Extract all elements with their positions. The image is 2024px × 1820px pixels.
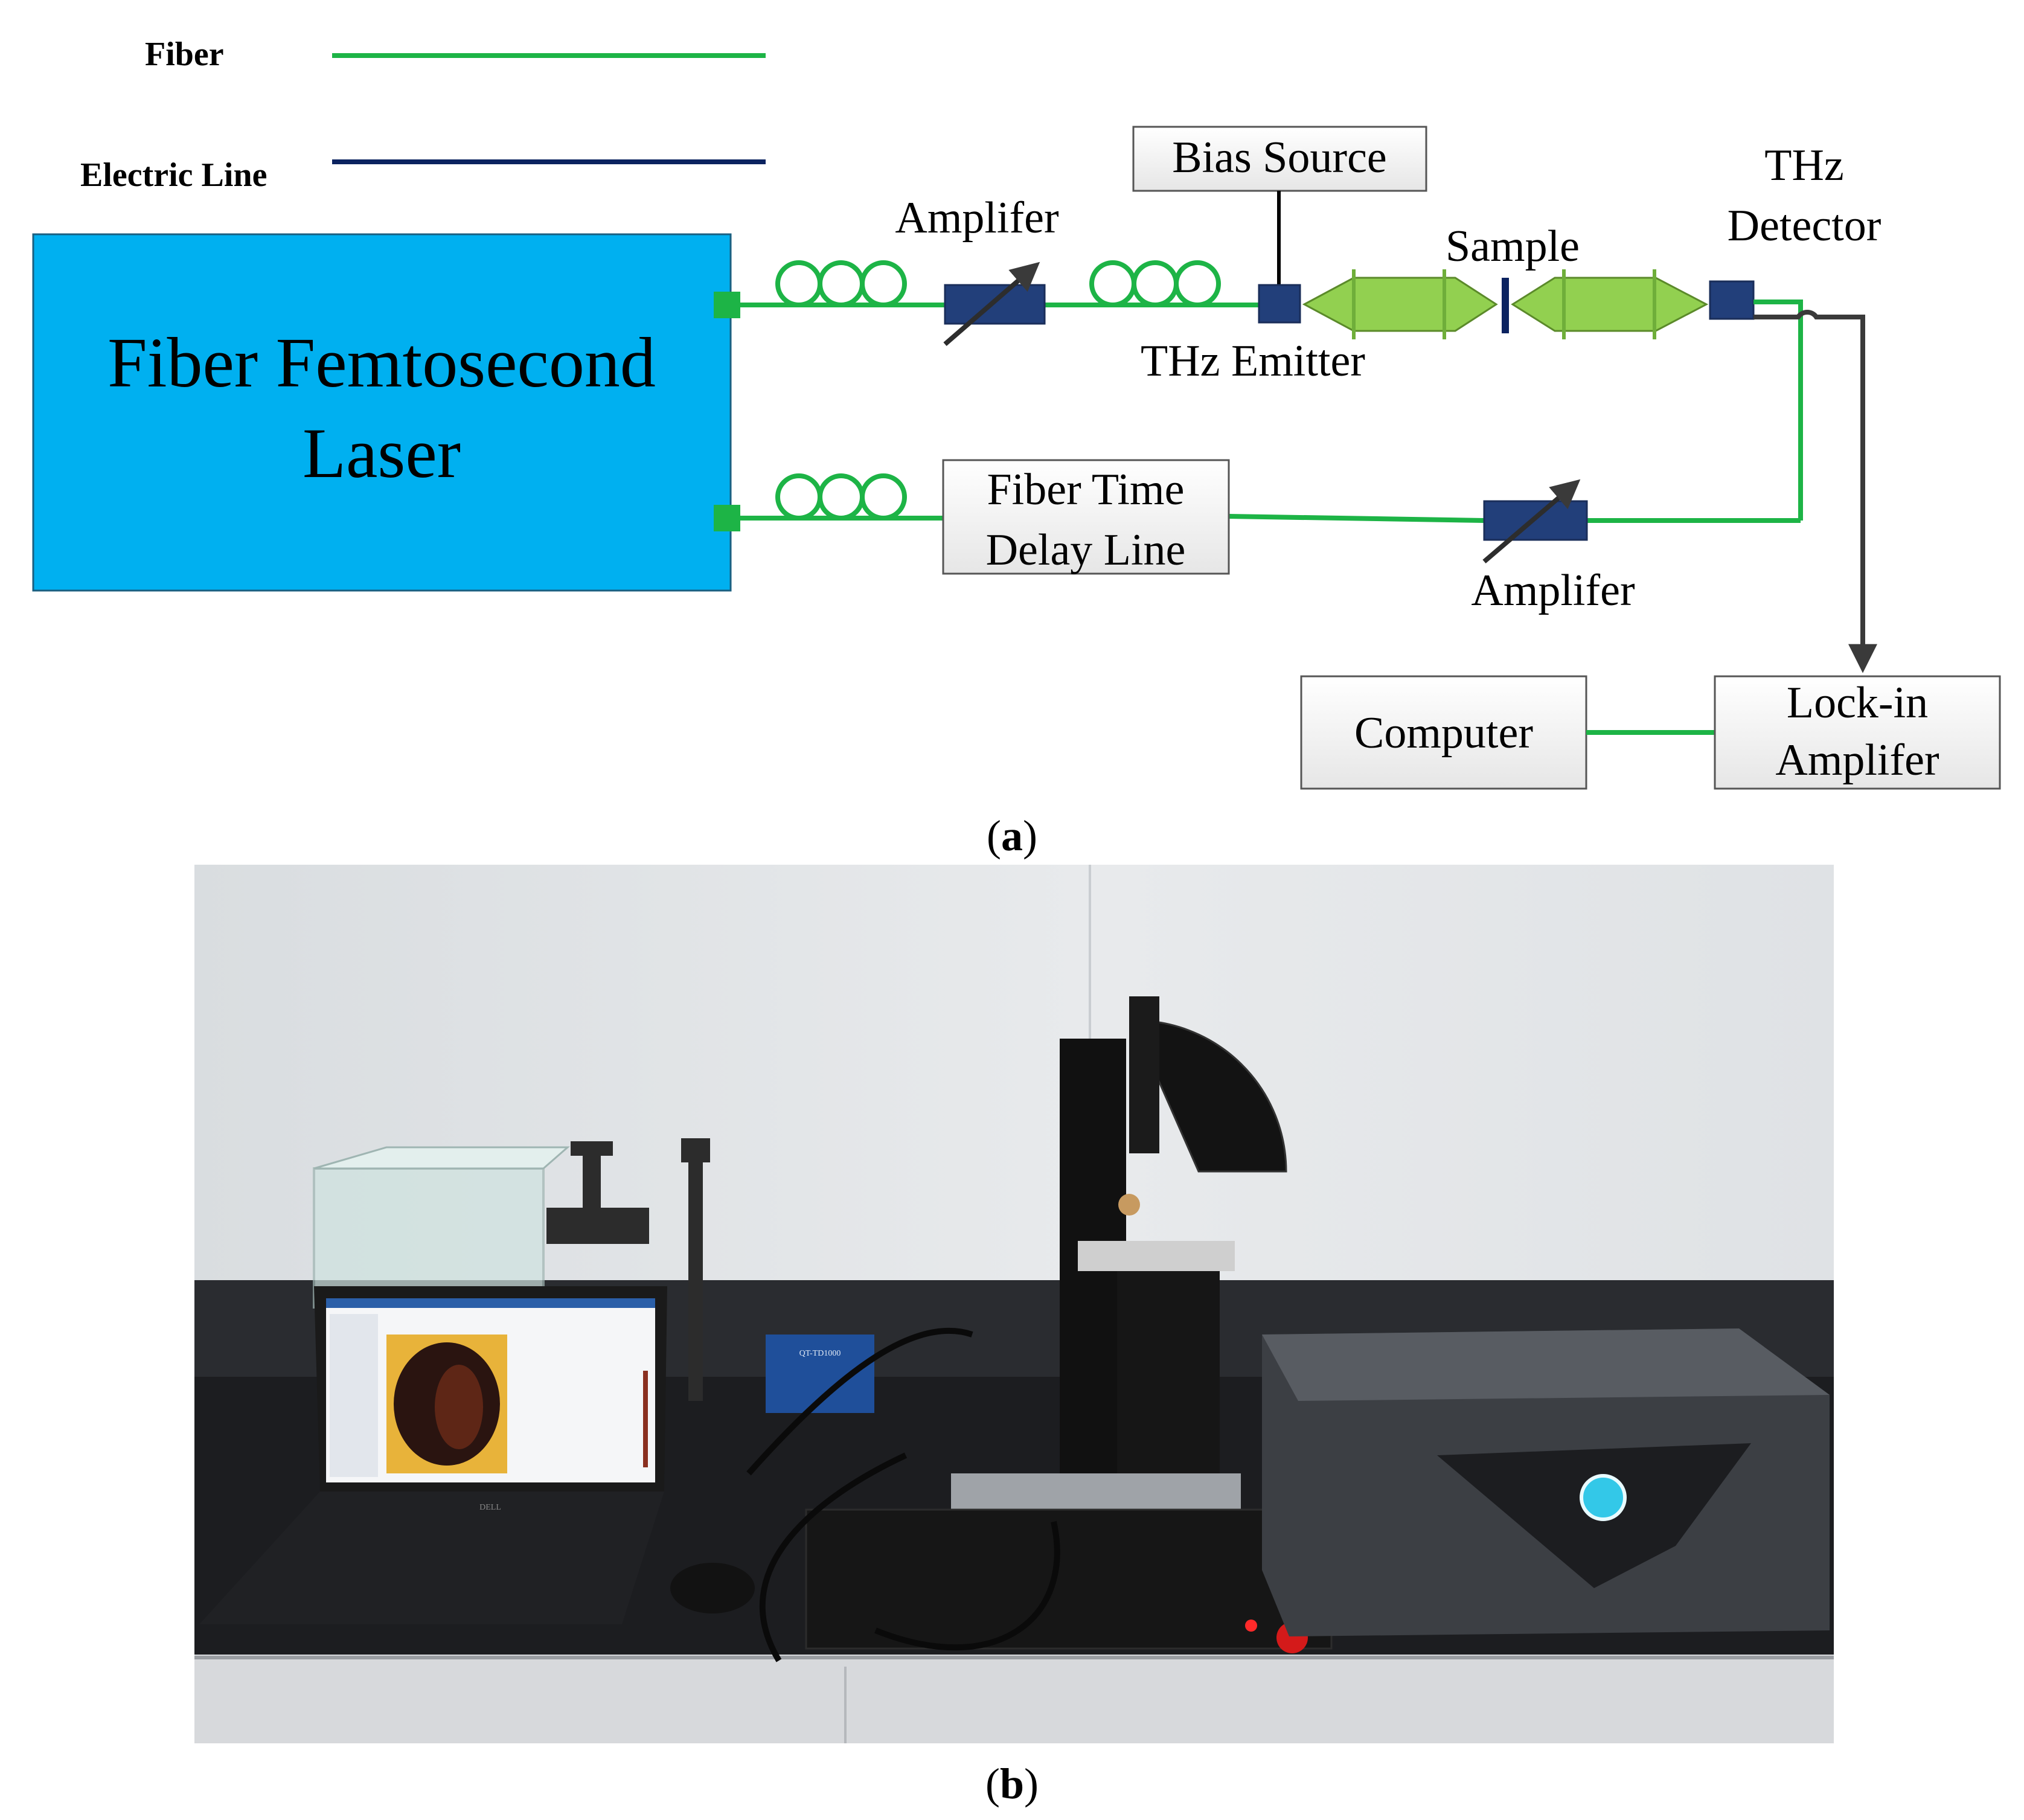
xy-base-plate (805, 1508, 1333, 1650)
sample-label: Sample (1446, 222, 1580, 271)
panel-b-photo: DELL QT-TD1000 (194, 865, 1834, 1808)
computer-label: Computer (1354, 708, 1533, 758)
amplifier-bottom: Amplifer (1471, 479, 1635, 615)
thz-detector: THz Detector (1709, 141, 1881, 320)
delay-line-label-line1: Fiber Time (987, 465, 1185, 514)
thz-beam-right (1511, 269, 1709, 339)
caption-a: (a) (987, 812, 1037, 860)
bias-source: Bias Source (1132, 126, 1427, 285)
bottom-fiber-path (740, 473, 1801, 523)
lockin-label-line2: Amplifer (1775, 735, 1939, 785)
sample: Sample (1446, 222, 1580, 333)
laser-output-port-top (714, 292, 740, 318)
laser-label-line1: Fiber Femtosecond (107, 323, 656, 402)
caption-b: (b) (985, 1760, 1039, 1808)
top-fiber-path (740, 260, 1259, 307)
placard-text: QT-TD1000 (799, 1349, 841, 1358)
fiber-time-delay-line: Fiber Time Delay Line (942, 459, 1230, 575)
cables (746, 1327, 1060, 1662)
legend-electric-label: Electric Line (80, 156, 267, 194)
panel-a-schematic: Fiber Electric Line Fiber Femtosecond La… (32, 36, 2001, 860)
legend: Fiber Electric Line (80, 36, 766, 194)
amplifier-top-label: Amplifer (895, 193, 1058, 243)
laser-output-port-bottom (714, 505, 740, 531)
bias-source-label: Bias Source (1172, 133, 1387, 182)
status-lamp (1580, 1474, 1627, 1521)
laptop-brand: DELL (479, 1503, 501, 1512)
vertical-scan-stage (951, 996, 1287, 1510)
glass-enclosure (313, 1146, 570, 1309)
thz-beam-left (1302, 269, 1498, 339)
thz-detector-label-line2: Detector (1728, 201, 1881, 251)
lock-in-amplifier: Lock-in Amplifer (1714, 675, 2001, 790)
computer: Computer (1300, 675, 1587, 790)
mouse (670, 1563, 755, 1613)
thz-detector-label-line1: THz (1764, 141, 1844, 190)
legend-fiber-label: Fiber (145, 36, 224, 73)
detector-connections (1753, 300, 1877, 673)
thz-emitter-label: THz Emitter (1141, 336, 1365, 386)
indicator-light (1245, 1620, 1257, 1632)
laser-label-line2: Laser (303, 414, 461, 493)
thz-main-unit (1262, 1328, 1830, 1636)
amplifier-top: Amplifer (895, 193, 1059, 347)
fiber-femtosecond-laser: Fiber Femtosecond Laser (32, 233, 740, 592)
delay-line-label-line2: Delay Line (986, 525, 1186, 575)
lockin-label-line1: Lock-in (1787, 678, 1928, 728)
laptop: DELL (199, 1286, 667, 1624)
amplifier-bottom-label: Amplifer (1471, 566, 1635, 615)
thz-emitter: THz Emitter (1141, 284, 1365, 386)
clamp-stand (546, 1138, 710, 1401)
